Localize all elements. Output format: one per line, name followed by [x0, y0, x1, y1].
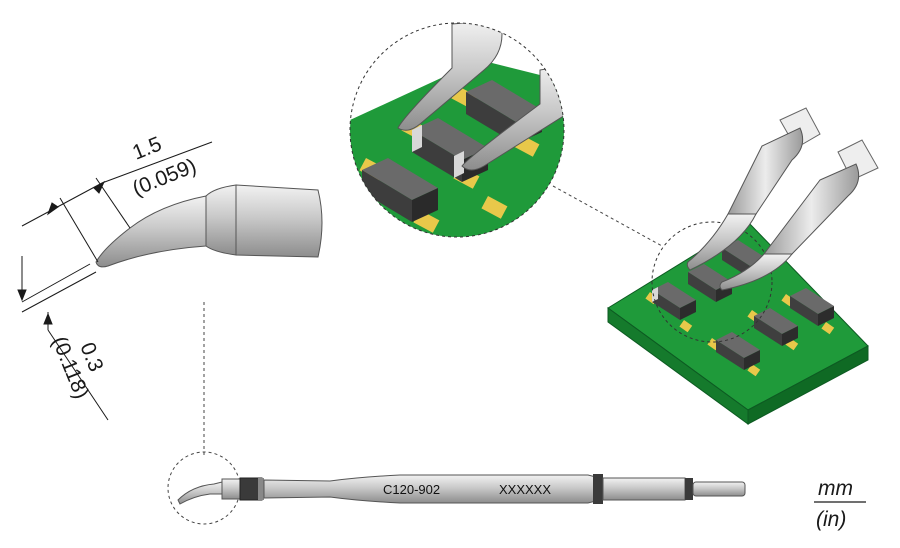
soldering-tips: [686, 107, 879, 291]
pcb-detail-circle: [651, 221, 773, 343]
zoom-detail: [349, 22, 565, 238]
cartridge: C120-902 XXXXXX: [167, 451, 746, 525]
tip-closeup: [95, 184, 323, 268]
unit-mm-label: mm: [818, 477, 853, 500]
zoom-circle-border: [349, 22, 565, 238]
cartridge-code-label: XXXXXX: [499, 482, 551, 497]
length-mm-label: 1.5: [129, 132, 165, 164]
dimension-lines: [17, 141, 213, 421]
unit-in-label: (in): [816, 508, 846, 531]
pcb-illustration: [607, 107, 879, 425]
cartridge-model-label: C120-902: [383, 482, 440, 497]
zoom-leader-line: [552, 185, 663, 247]
